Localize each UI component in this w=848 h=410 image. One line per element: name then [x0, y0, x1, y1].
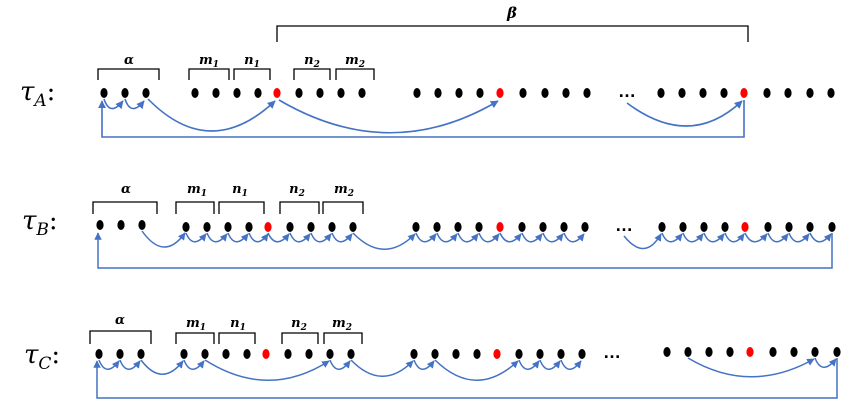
n2-bracket: [293, 68, 331, 80]
dots-row-a: [100, 88, 835, 98]
highlight-dot: [493, 349, 501, 359]
tau-subscript: C: [38, 354, 51, 374]
row-label-tau-a: τA:: [20, 77, 55, 111]
ellipsis: …: [603, 342, 621, 362]
alpha-label: α: [115, 313, 125, 328]
dots-row-c: [95, 347, 841, 359]
alpha-bracket: [89, 330, 152, 344]
m2-label: m2: [345, 53, 365, 70]
dots-row-b: [96, 220, 836, 232]
ellipsis: …: [615, 215, 633, 235]
m2-bracket: [322, 201, 364, 214]
arrows-row-b: [94, 230, 833, 269]
n2-bracket: [281, 332, 319, 344]
m1-label: m1: [186, 316, 206, 333]
tau-symbol: τ: [22, 206, 37, 236]
tau-subscript: B: [35, 220, 49, 240]
beta-bracket: [276, 25, 749, 42]
m1-bracket: [188, 68, 230, 80]
highlight-dot: [262, 349, 270, 359]
n1-bracket: [218, 201, 265, 214]
tau-colon: :: [47, 77, 56, 107]
row-label-tau-c: τC:: [24, 340, 60, 374]
m2-label: m2: [332, 316, 352, 333]
alpha-bracket: [97, 68, 160, 80]
n2-label: n2: [304, 53, 320, 70]
n1-label: n1: [232, 182, 248, 199]
highlight-dot: [746, 347, 754, 357]
tau-colon: :: [51, 340, 60, 370]
n1-bracket: [218, 332, 256, 344]
row-tau-c: τC: α m1 n1 n2 m2: [24, 313, 841, 399]
highlight-dot: [741, 222, 749, 232]
row-label-tau-b: τB:: [22, 206, 58, 240]
ellipsis: …: [618, 81, 636, 101]
m2-label: m2: [334, 182, 354, 199]
tau-symbol: τ: [20, 77, 35, 107]
row-tau-b: τB: α m1 n1 n2 m2: [22, 182, 836, 269]
highlight-dot: [264, 222, 272, 232]
alpha-label: α: [124, 53, 134, 68]
n1-label: n1: [230, 316, 246, 333]
highlight-dot: [496, 88, 504, 98]
m1-bracket: [175, 201, 215, 214]
arrows-row-c: [93, 357, 838, 399]
m2-bracket: [335, 68, 375, 80]
n2-label: n2: [289, 182, 305, 199]
n1-label: n1: [244, 53, 260, 70]
row-tau-a: τA: β α m1 n1 n2 m2: [20, 4, 835, 138]
alpha-bracket: [92, 201, 158, 214]
highlight-dot: [740, 88, 748, 98]
n2-bracket: [279, 201, 320, 214]
m1-bracket: [175, 332, 215, 344]
highlight-dot: [496, 222, 504, 232]
n1-bracket: [233, 68, 271, 80]
m1-label: m1: [199, 53, 219, 70]
alpha-label: α: [121, 182, 131, 197]
m1-label: m1: [187, 182, 207, 199]
n2-label: n2: [291, 316, 307, 333]
arrows-row-a: [98, 98, 745, 138]
m2-bracket: [323, 332, 363, 344]
tau-symbol: τ: [24, 340, 39, 370]
beta-label: β: [506, 4, 517, 22]
tau-colon: :: [49, 206, 58, 236]
tau-subscript: A: [32, 91, 46, 111]
highlight-dot: [273, 88, 281, 98]
